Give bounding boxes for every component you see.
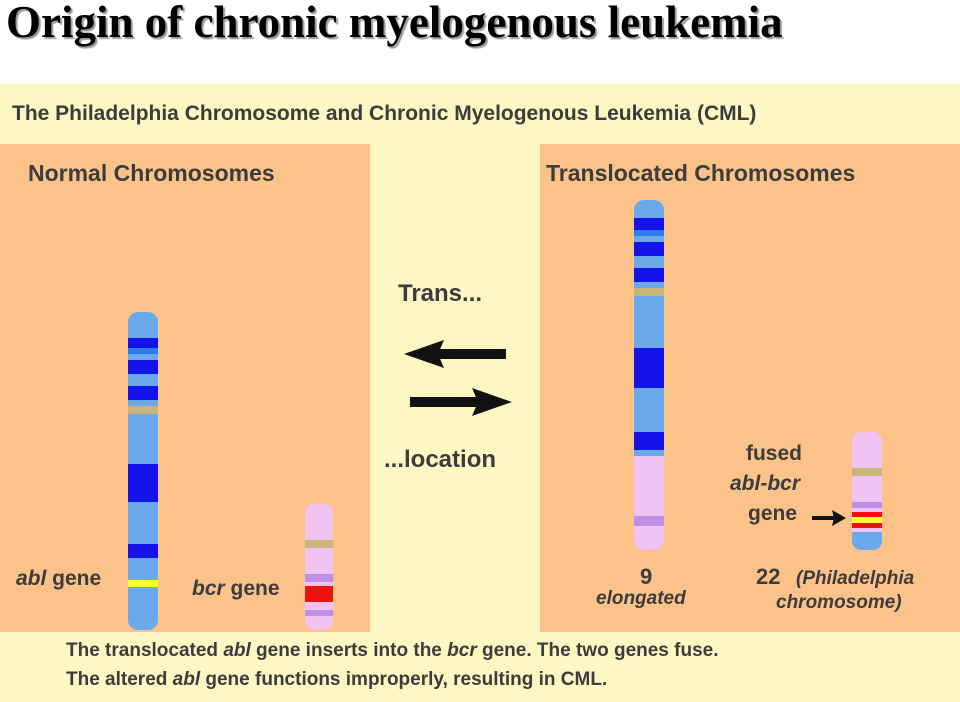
chromosome-9-elongated (634, 200, 664, 550)
chromosome-band (128, 544, 158, 558)
centromere (128, 406, 158, 414)
chromosome-band (634, 218, 664, 230)
elongated-note: elongated (596, 588, 686, 609)
chromosome-9-normal (128, 312, 158, 630)
chromosome-band (852, 502, 882, 508)
chromosome-band (128, 338, 158, 348)
caption-line-2: The altered abl gene functions improperl… (66, 669, 608, 690)
chromosome-band (634, 432, 664, 450)
philadelphia-note-line-2: chromosome) (776, 592, 902, 613)
chromosome-band (128, 464, 158, 502)
translocation-arrows (404, 340, 512, 416)
abl-gene-label: abl gene (16, 567, 102, 590)
translocated-chromosomes-heading: Translocated Chromosomes (546, 160, 856, 186)
bcr-gene-label: bcr gene (192, 577, 280, 600)
chromosome-band (128, 386, 158, 400)
chromosome-band (634, 516, 664, 526)
normal-chromosomes-panel: Normal Chromosomes abl gene 9 bcr gene 2… (0, 144, 370, 674)
centromere (852, 468, 882, 476)
chromosome-band (128, 360, 158, 374)
translocated-22-segment (634, 456, 664, 550)
chromosome-9-elongated-number: 9 (640, 564, 653, 589)
normal-chromosomes-heading: Normal Chromosomes (28, 160, 275, 186)
philadelphia-chromosome (852, 432, 882, 550)
philadelphia-note-line-1: (Philadelphia (796, 568, 915, 589)
location-label: ...location (384, 446, 497, 473)
abl-gene-band (128, 580, 158, 587)
slide-title: Origin of chronic myelogenous leukemia (6, 0, 783, 47)
centromere (634, 288, 664, 296)
arrow-right-icon (410, 388, 512, 416)
chromosome-band (305, 574, 333, 582)
chromosome-band (305, 610, 333, 616)
chromosome-22-philadelphia-number: 22 (756, 564, 781, 589)
centromere (305, 540, 333, 548)
chromosome-band (634, 268, 664, 282)
bcr-gene-band (852, 523, 882, 528)
chromosome-band (634, 230, 664, 236)
fused-line-2: abl-bcr (730, 472, 801, 495)
cml-figure: The Philadelphia Chromosome and Chronic … (0, 84, 960, 702)
bcr-gene-band (305, 586, 333, 602)
arrow-left-icon (404, 340, 506, 368)
chromosome-22-normal (305, 504, 333, 630)
figure-caption: The translocated abl gene inserts into t… (0, 632, 960, 702)
figure-header: The Philadelphia Chromosome and Chronic … (0, 84, 960, 144)
caption-line-1: The translocated abl gene inserts into t… (66, 640, 719, 661)
fused-line-3: gene (748, 502, 798, 525)
translocated-9-segment (852, 532, 882, 550)
fused-line-1: fused (745, 442, 802, 465)
chromosome-band (634, 242, 664, 256)
abl-gene-band (852, 517, 882, 523)
bcr-gene-band (852, 512, 882, 517)
chromosome-band (128, 348, 158, 354)
figure-title: The Philadelphia Chromosome and Chronic … (12, 102, 757, 125)
chromosome-band (634, 348, 664, 388)
arrow-right-icon (812, 510, 846, 526)
translocated-chromosomes-panel: Translocated Chromosomes 9 elongated fus… (540, 144, 960, 632)
trans-label: Trans... (398, 280, 483, 307)
